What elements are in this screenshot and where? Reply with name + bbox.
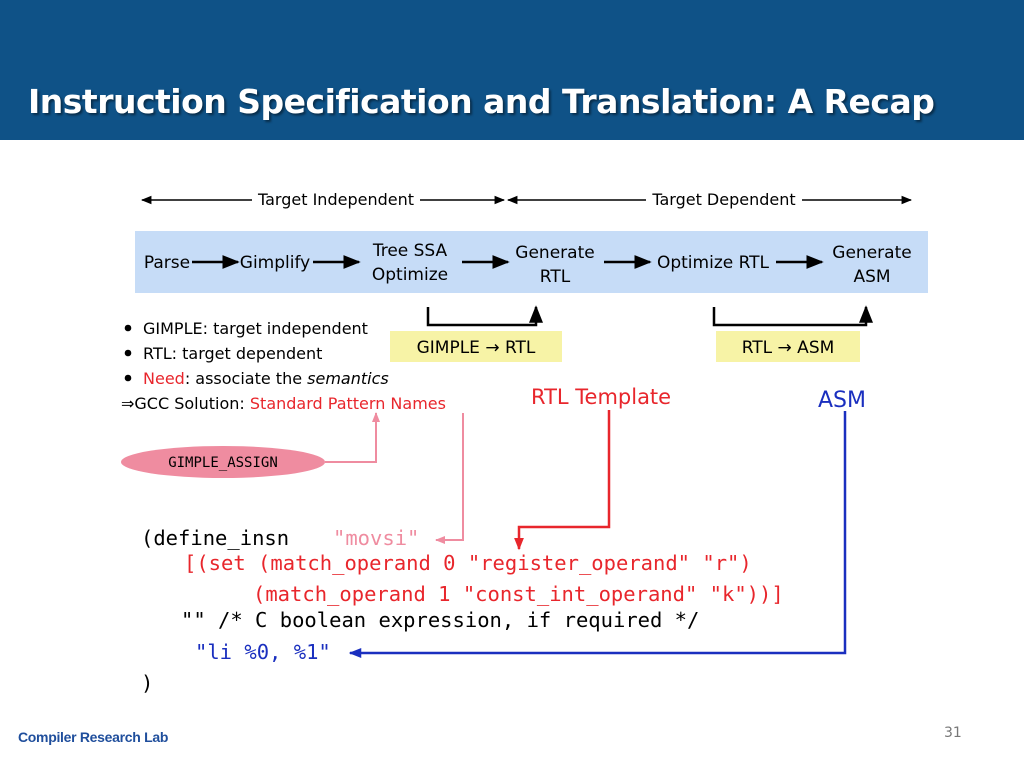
rtl-to-asm-box — [716, 331, 860, 362]
slide-title: Instruction Specification and Translatio… — [28, 82, 935, 121]
bullet-need: Need: associate the semantics — [143, 369, 389, 388]
pattern-name-connector — [435, 413, 464, 544]
bullet-dot — [124, 374, 132, 382]
gimple-to-rtl-label: GIMPLE → RTL — [417, 338, 536, 358]
asm-connector — [348, 411, 847, 658]
code-pattern-name: "movsi" — [333, 526, 419, 550]
code-line-3: (match_operand 1 "const_int_operand" "k"… — [253, 582, 784, 606]
stage-parse: Parse — [144, 253, 190, 273]
bullet-gcc-solution: ⇒GCC Solution: Standard Pattern Names — [121, 394, 446, 413]
asm-label: ASM — [818, 388, 866, 413]
title-bar: Instruction Specification and Translatio… — [0, 0, 1024, 140]
gimple-assign-ellipse — [121, 446, 325, 478]
rtl-to-asm-label: RTL → ASM — [742, 338, 835, 358]
stage-optimize-rtl: Optimize RTL — [657, 253, 770, 273]
footer-lab-name: Compiler Research Lab — [18, 729, 169, 745]
rtl-template-connector — [514, 410, 611, 551]
define-insn-code: (define_insn "movsi" [(set (match_operan… — [141, 526, 784, 695]
stage-tree-ssa-line1: Tree SSA — [372, 241, 448, 261]
code-line-6: ) — [141, 671, 153, 695]
code-line-1: (define_insn — [141, 526, 289, 550]
slide-number: 31 — [944, 725, 962, 741]
stage-gimplify: Gimplify — [240, 253, 310, 273]
gimple-assign-label: GIMPLE_ASSIGN — [168, 455, 278, 471]
rtl-template-label: RTL Template — [531, 385, 671, 409]
target-independent-label: Target Independent — [257, 190, 414, 209]
target-dependent-label: Target Dependent — [651, 190, 795, 209]
gimple-assign-connector — [325, 412, 380, 463]
bullet-dot — [124, 324, 132, 332]
stage-generate-asm-line2: ASM — [853, 267, 890, 287]
stage-generate-rtl-line2: RTL — [540, 267, 571, 287]
bullet-rtl: RTL: target dependent — [143, 344, 322, 363]
bullet-gimple: GIMPLE: target independent — [143, 319, 368, 338]
code-line-4: "" /* C boolean expression, if required … — [181, 608, 699, 632]
code-line-5: "li %0, %1" — [195, 640, 331, 664]
rtl-asm-bracket — [712, 305, 873, 327]
gimple-to-rtl-box — [390, 331, 562, 362]
bullet-dot — [124, 349, 132, 357]
target-dependent-arrow: Target Dependent — [506, 190, 913, 209]
code-line-2: [(set (match_operand 0 "register_operand… — [184, 551, 752, 575]
bullet-list: GIMPLE: target independent RTL: target d… — [121, 319, 446, 413]
stage-generate-asm-line1: Generate — [832, 243, 911, 263]
target-independent-arrow: Target Independent — [140, 190, 506, 209]
stage-generate-rtl-line1: Generate — [515, 243, 594, 263]
stage-tree-ssa-line2: Optimize — [372, 265, 448, 285]
gimple-rtl-bracket — [426, 305, 543, 327]
